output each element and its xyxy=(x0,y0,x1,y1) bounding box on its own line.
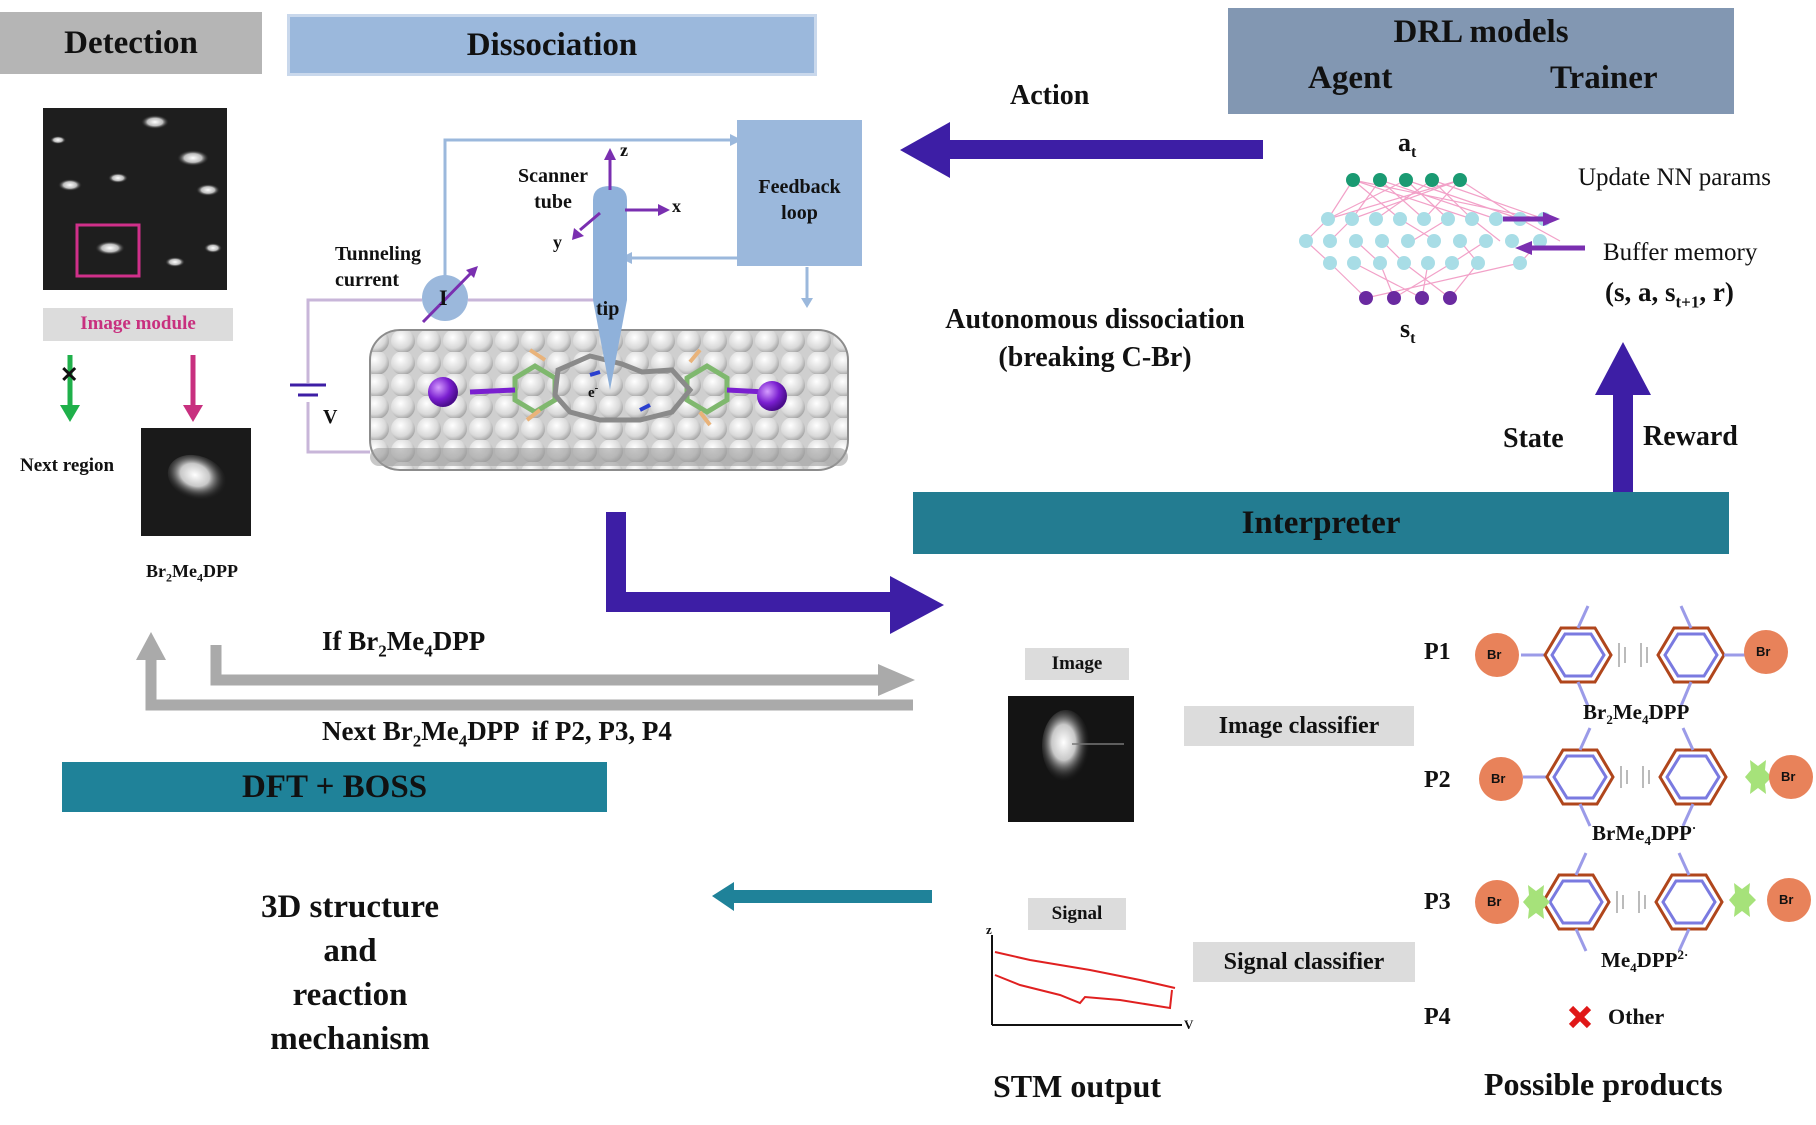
tip-label: tip xyxy=(596,298,620,320)
product-p2 xyxy=(1479,727,1813,827)
dft-boss-header: DFT + BOSS xyxy=(62,762,607,812)
signal-tag: Signal xyxy=(1028,898,1126,930)
network-nodes xyxy=(1299,173,1551,305)
product-p4-id: P4 xyxy=(1424,1004,1451,1030)
voltage-label: V xyxy=(323,406,338,428)
product-p3-name: Me4DPP2· xyxy=(1601,947,1689,976)
next-region-label: Next region xyxy=(20,455,115,476)
br-label-p3-right: Br xyxy=(1779,892,1794,907)
interpreter-header: Interpreter xyxy=(913,492,1729,554)
y-axis-label: y xyxy=(553,232,562,252)
br-label-p3-left: Br xyxy=(1487,894,1502,909)
interpreter-header-label: Interpreter xyxy=(1241,504,1401,541)
state-reward-arrow xyxy=(1595,342,1651,492)
signal-v-axis-label: V xyxy=(1184,1017,1194,1032)
stm-scan-image xyxy=(43,108,227,290)
state-label: State xyxy=(1503,423,1564,454)
image-tag: Image xyxy=(1025,648,1129,680)
next-br2me4dpp-label: Next Br2Me4DPP if P2, P3, P4 xyxy=(322,716,672,751)
br-label-p1-left: Br xyxy=(1487,647,1502,662)
product-p1-name: Br2Me4DPP xyxy=(1583,700,1690,728)
buffer-memory-label: Buffer memory xyxy=(1603,239,1758,266)
product-p2-id: P2 xyxy=(1424,767,1451,793)
action-node-label: at xyxy=(1398,128,1417,162)
br-label-p2-right: Br xyxy=(1781,769,1796,784)
other-product-label: Other xyxy=(1608,1004,1665,1029)
detection-header-label: Detection xyxy=(64,24,198,61)
gray-loop-arrows xyxy=(136,632,915,711)
signal-classifier-box: Signal classifier xyxy=(1193,942,1415,982)
signal-z-axis-label: z xyxy=(986,922,992,937)
stm-apparatus xyxy=(290,120,862,471)
br-label-p1-right: Br xyxy=(1756,644,1771,659)
detection-header: Detection xyxy=(0,12,262,74)
other-x-icon xyxy=(1568,1005,1592,1029)
image-module-label: Image module xyxy=(80,313,196,334)
signal-plot xyxy=(991,935,1182,1026)
interpreter-image-sample xyxy=(1008,696,1134,822)
current-meter-label: I xyxy=(439,285,448,310)
buffer-tuple-label: (s, a, st+1, r) xyxy=(1605,277,1734,312)
trainer-label: Trainer xyxy=(1550,60,1658,96)
reward-label: Reward xyxy=(1643,421,1738,452)
stm-output-label: STM output xyxy=(993,1068,1162,1104)
drl-models-title: DRL models xyxy=(1393,14,1569,50)
br-label-p2-left: Br xyxy=(1491,771,1506,786)
next-region-arrow xyxy=(60,355,80,422)
drl-models-header: DRL models Agent Trainer xyxy=(1228,8,1734,114)
drl-exchange-arrows xyxy=(1503,212,1585,255)
dissociation-to-interpreter-arrow xyxy=(606,512,944,634)
molecule-model xyxy=(428,348,787,427)
agent-label: Agent xyxy=(1308,60,1393,96)
possible-products-label: Possible products xyxy=(1484,1066,1723,1102)
interpreter-to-dft-arrow xyxy=(712,882,932,911)
product-p1-id: P1 xyxy=(1424,639,1451,665)
dissociation-header-label: Dissociation xyxy=(466,26,638,63)
product-p1 xyxy=(1475,605,1788,707)
action-label: Action xyxy=(1010,80,1090,111)
update-nn-params-label: Update NN params xyxy=(1578,164,1771,191)
image-classifier-box: Image classifier xyxy=(1184,706,1414,746)
image-module-box xyxy=(43,308,233,341)
product-p2-name: BrMe4DPP· xyxy=(1592,820,1697,849)
state-node-label: st xyxy=(1400,314,1416,348)
product-p3-id: P3 xyxy=(1424,889,1451,915)
x-mark: ✕ xyxy=(60,362,79,387)
product-p3 xyxy=(1475,852,1811,952)
action-arrow xyxy=(900,122,1263,178)
dissociation-header: Dissociation xyxy=(287,14,817,76)
z-axis-label: z xyxy=(620,140,628,160)
if-br2me4dpp-label: If Br2Me4DPP xyxy=(322,626,486,661)
image-module-arrow xyxy=(183,355,203,422)
dft-boss-header-label: DFT + BOSS xyxy=(241,768,428,805)
autonomous-dissociation-label: Autonomous dissociation(breaking C-Br) xyxy=(945,304,1245,373)
x-axis-label: x xyxy=(672,196,681,216)
electron-label: e- xyxy=(588,382,599,401)
zoomed-molecule-image xyxy=(141,428,251,536)
detected-molecule-label: Br2Me4DPP xyxy=(146,561,238,585)
